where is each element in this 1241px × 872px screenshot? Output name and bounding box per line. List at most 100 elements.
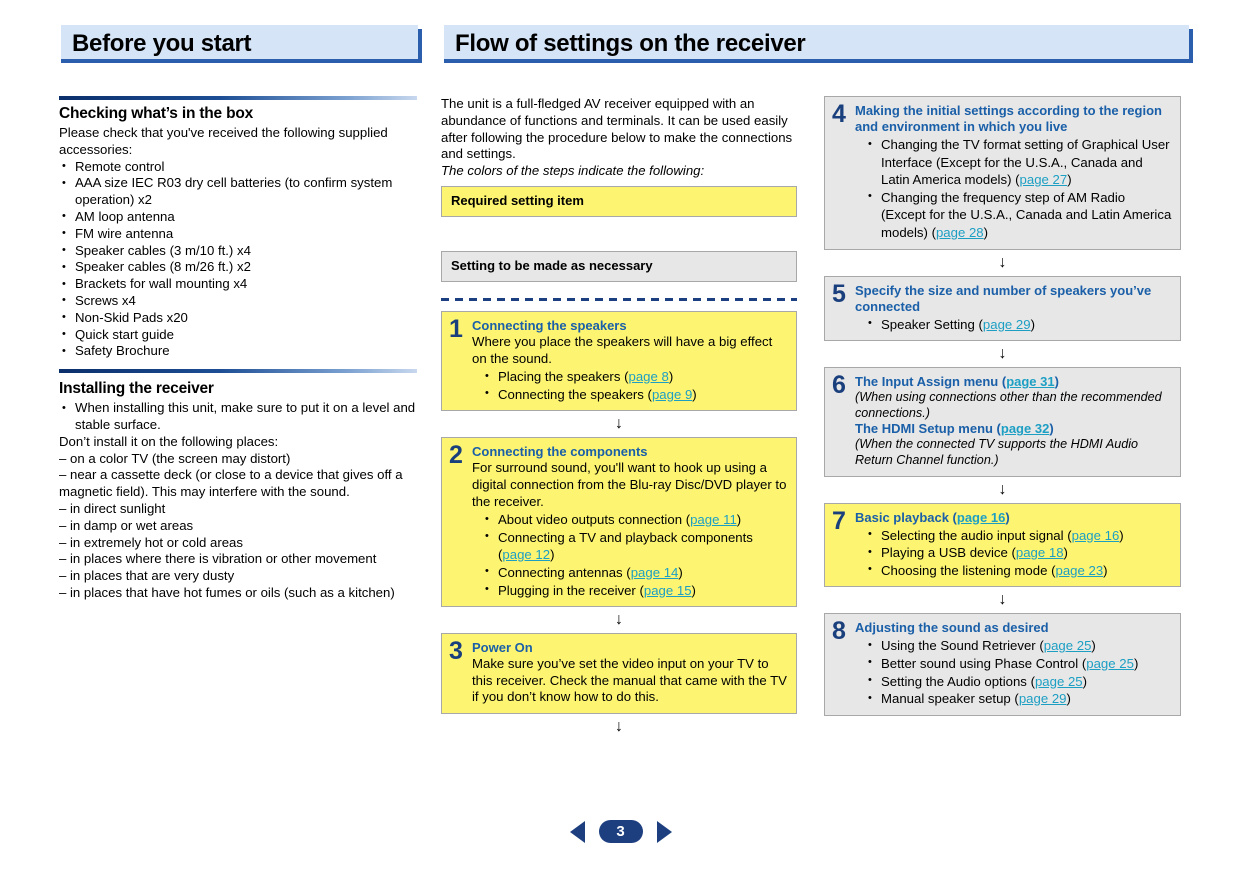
list-item: – in damp or wet areas xyxy=(59,517,194,533)
section-heading-checking-box: Checking what’s in the box xyxy=(59,105,254,122)
list-item: – in direct sunlight xyxy=(59,500,166,516)
page-link[interactable]: page 11 xyxy=(690,512,737,528)
page-link[interactable]: page 9 xyxy=(651,386,693,402)
step-box-4: 4 Making the initial settings according t… xyxy=(824,96,1181,250)
list-item: AM loop antenna xyxy=(59,208,417,226)
section-heading-installing: Installing the receiver xyxy=(59,380,214,398)
step-note-italic: (When using connections other than the r… xyxy=(855,390,1162,420)
steps-container-right: 4 Making the initial settings according t… xyxy=(824,96,1181,716)
step-title: Specify the size and number of speakers … xyxy=(855,282,1152,314)
previous-page-icon[interactable] xyxy=(569,820,585,843)
page-link[interactable]: page 27 xyxy=(1019,172,1068,188)
page-title-left: Before you start xyxy=(72,30,252,57)
step-note-italic: (When the connected TV supports the HDMI… xyxy=(855,437,1139,467)
page-link[interactable]: page 15 xyxy=(643,582,692,598)
step-list-item: Playing a USB device (page 18) xyxy=(868,544,1172,562)
flow-arrow-icon: ↓ xyxy=(998,345,1007,363)
list-item: AAA size IEC R03 dry cell batteries (to … xyxy=(59,175,417,209)
step-list-item: Speaker Setting (page 29) xyxy=(868,315,1172,334)
left-column: Checking what’s in the box Please check … xyxy=(59,96,417,602)
page-link[interactable]: page 25 xyxy=(1034,673,1083,689)
flow-arrow-icon: ↓ xyxy=(615,415,623,433)
step-number: 4 xyxy=(832,100,846,128)
list-item: Speaker cables (8 m/26 ft.) x2 xyxy=(59,259,417,276)
step-list-item: Changing the TV format setting of Graphi… xyxy=(868,136,1172,189)
step-number: 5 xyxy=(832,279,846,308)
list-item: – on a color TV (the screen may distort) xyxy=(59,450,291,466)
step-list-item: Changing the frequency step of AM Radio … xyxy=(868,188,1172,242)
step-list-item: Placing the speakers (page 8) xyxy=(485,368,788,386)
list-item: Screws x4 xyxy=(59,292,417,310)
flow-arrow-icon: ↓ xyxy=(615,611,623,629)
installing-bullet-list: When installing this unit, make sure to … xyxy=(59,400,417,434)
step-list-item: Manual speaker setup (page 29) xyxy=(868,690,1172,708)
step-subtitle: The HDMI Setup menu (page 32) xyxy=(855,421,1054,437)
step-title: Connecting the components xyxy=(472,444,648,460)
next-page-icon[interactable] xyxy=(656,820,672,843)
legend-required-setting: Required setting item xyxy=(441,185,797,217)
step-link-list: Selecting the audio input signal (page 1… xyxy=(855,526,1172,580)
step-title: Connecting the speakers xyxy=(472,317,627,333)
page-link[interactable]: page 8 xyxy=(628,369,669,385)
step-link-list: Speaker Setting (page 29) xyxy=(855,315,1172,334)
step-list-item: Using the Sound Retriever (page 25) xyxy=(868,637,1172,655)
step-link-list: Using the Sound Retriever (page 25)Bette… xyxy=(855,637,1172,707)
list-item: Remote control xyxy=(59,158,417,176)
page-link[interactable]: page 25 xyxy=(1043,638,1092,654)
page-link[interactable]: page 14 xyxy=(630,564,679,580)
step-list-item: Connecting antennas (page 14) xyxy=(485,563,788,582)
step-list-item: Better sound using Phase Control (page 2… xyxy=(868,654,1172,673)
page-link[interactable]: page 16 xyxy=(956,509,1006,525)
page-link[interactable]: page 12 xyxy=(502,547,551,563)
step-link-list: About video outputs connection (page 11)… xyxy=(472,511,788,599)
step-title: Adjusting the sound as desired xyxy=(855,620,1049,636)
installing-dont-list: – on a color TV (the screen may distort)… xyxy=(59,451,417,602)
step-number: 6 xyxy=(832,371,846,400)
flow-arrow-icon: ↓ xyxy=(615,717,623,735)
step-body-text: For surround sound, you'll want to hook … xyxy=(472,460,787,509)
step-link-list: Placing the speakers (page 8)Connecting … xyxy=(472,368,788,403)
step-list-item: Choosing the listening mode (page 23) xyxy=(868,561,1172,580)
page-link[interactable]: page 25 xyxy=(1086,655,1134,671)
page-title-right: Flow of settings on the receiver xyxy=(455,30,806,57)
list-item: – in places that have hot fumes or oils … xyxy=(59,584,395,600)
page-link[interactable]: page 28 xyxy=(935,224,984,240)
page-link[interactable]: page 32 xyxy=(1000,421,1050,437)
page-link[interactable]: page 18 xyxy=(1015,545,1064,561)
list-item: – in extremely hot or cold areas xyxy=(59,534,243,550)
right-column: 4 Making the initial settings according t… xyxy=(824,96,1181,716)
legend-optional-setting: Setting to be made as necessary xyxy=(441,250,797,282)
list-item: – in places where there is vibration or … xyxy=(59,551,377,567)
step-body-text: Where you place the speakers will have a… xyxy=(472,333,773,366)
page-footer-nav: 3 xyxy=(0,820,1241,843)
step-box-6: 6 The Input Assign menu (page 31)(When us… xyxy=(824,367,1181,477)
page-link[interactable]: page 23 xyxy=(1055,562,1104,578)
step-number: 2 xyxy=(449,441,463,470)
page-link[interactable]: page 16 xyxy=(1071,527,1120,543)
flow-arrow-icon: ↓ xyxy=(998,253,1007,271)
step-number: 7 xyxy=(832,506,846,535)
step-list-item: Connecting the speakers (page 9) xyxy=(485,385,788,404)
step-list-item: Connecting a TV and playback components … xyxy=(485,528,788,564)
dashed-divider xyxy=(441,297,797,301)
page-link[interactable]: page 29 xyxy=(1018,691,1067,707)
checking-box-intro: Please check that you've received the fo… xyxy=(59,125,388,157)
page-link[interactable]: page 29 xyxy=(982,316,1031,332)
step-box-5: 5 Specify the size and number of speakers… xyxy=(824,275,1181,342)
list-item: Safety Brochure xyxy=(59,343,417,360)
flow-arrow-icon: ↓ xyxy=(998,480,1007,498)
step-title: The Input Assign menu (page 31) xyxy=(855,374,1059,390)
page-link[interactable]: page 31 xyxy=(1006,374,1055,390)
list-item: Quick start guide xyxy=(59,326,417,344)
step-list-item: Selecting the audio input signal (page 1… xyxy=(868,526,1172,545)
step-title: Making the initial settings according to… xyxy=(855,103,1162,134)
flow-intro-italic: The colors of the steps indicate the fol… xyxy=(441,163,705,179)
list-item: Speaker cables (3 m/10 ft.) x4 xyxy=(59,242,417,260)
page-number-badge: 3 xyxy=(598,820,643,843)
step-list-item: About video outputs connection (page 11) xyxy=(485,511,788,529)
step-link-list: Changing the TV format setting of Graphi… xyxy=(855,136,1172,242)
